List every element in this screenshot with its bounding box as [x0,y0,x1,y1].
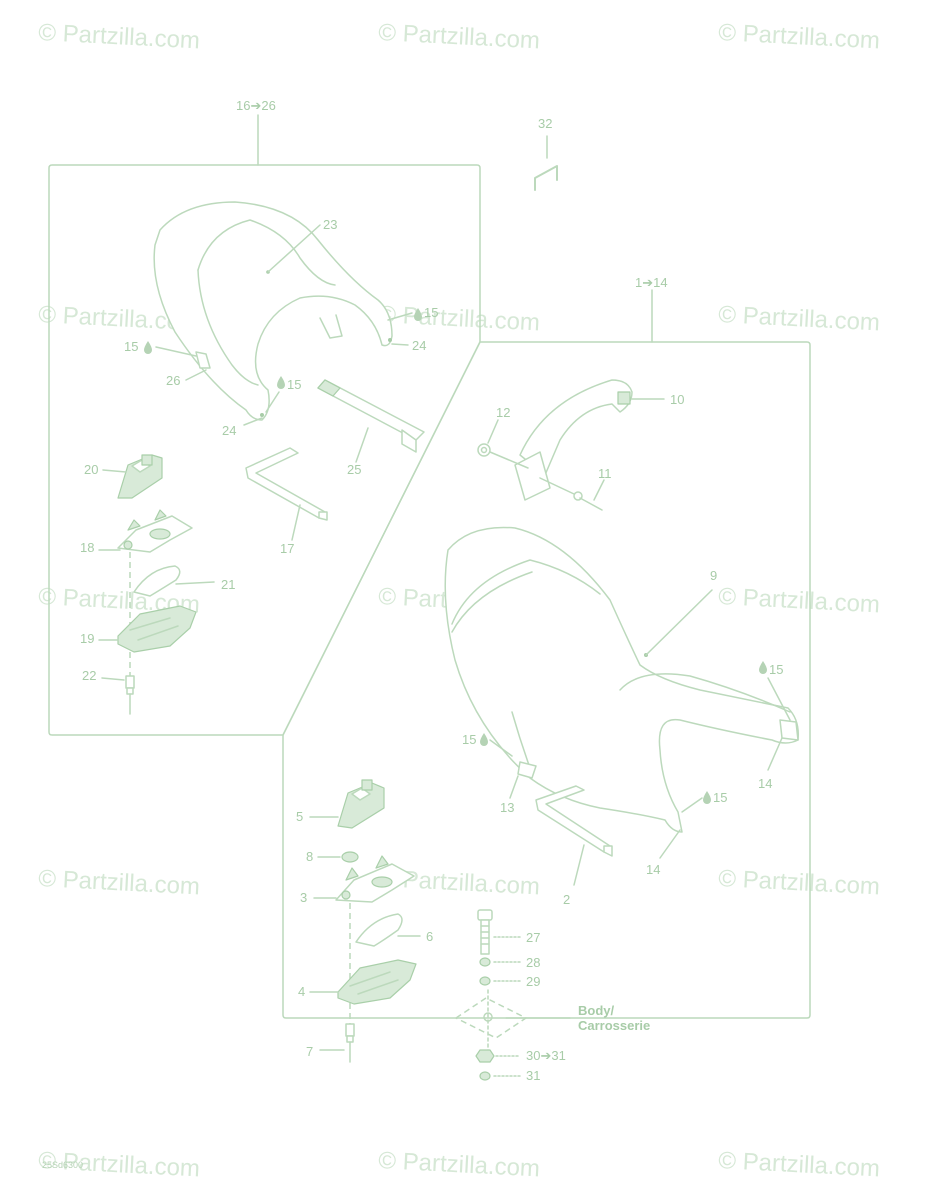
grease-drop-icon [703,791,711,804]
hinge-20 [117,454,163,499]
damper-13 [517,761,537,779]
label-15-front-left: 15 [462,732,476,747]
label-11: 11 [598,466,612,481]
body-label-line1: Body/ [578,1003,615,1018]
bracket-18 [117,509,193,553]
diagram-code: 25Sd6300 [42,1160,83,1170]
rubber-6 [355,913,403,947]
washer-28 [479,957,491,967]
hex-key-2 [535,785,613,857]
label-2: 2 [563,892,570,907]
watermark: © Partzilla.com [718,301,881,336]
bracket-3 [335,855,415,903]
watermark: © Partzilla.com [378,19,541,54]
grease-drop-icon [414,308,422,321]
washer-8 [341,851,359,863]
cap-31 [479,1071,491,1081]
label-15-front-bottom: 15 [713,790,727,805]
label-8: 8 [306,849,313,864]
grease-drop-icon [277,376,285,389]
strap-25 [317,379,425,453]
lock-19 [117,605,197,653]
rubber-21 [133,565,181,597]
label-29: 29 [526,974,540,989]
grab-rail-10 [514,379,633,501]
label-21: 21 [221,577,235,592]
bolt-11 [539,477,603,511]
label-22: 22 [82,668,96,683]
label-15-front-right: 15 [769,662,783,677]
label-5: 5 [296,809,303,824]
label-27: 27 [526,930,540,945]
grease-drop-icon [759,661,767,674]
damper-26 [195,351,211,369]
watermark: © Partzilla.com [718,583,881,618]
label-31: 31 [526,1068,540,1083]
nut-30 [475,1049,495,1063]
hinge-5 [337,779,385,829]
label-15-rear-left: 15 [124,339,138,354]
washer-29 [479,976,491,986]
label-20: 20 [84,462,98,477]
label-9: 9 [710,568,717,583]
label-14-bottom: 14 [646,862,660,877]
watermark: © Partzilla.com [718,19,881,54]
grease-drop-icon [480,733,488,746]
hex-key-17 [245,447,328,521]
watermark: © Partzilla.com [718,865,881,900]
label-17: 17 [280,541,294,556]
seat-9 [444,526,800,833]
label-13: 13 [500,800,514,815]
damper-14 [779,719,799,741]
label-7: 7 [306,1044,313,1059]
label-28: 28 [526,955,540,970]
rear-group-label: 16➔26 [236,98,276,113]
lock-4 [337,959,417,1005]
label-23: 23 [323,217,337,232]
label-24-left: 24 [222,423,236,438]
label-14-right: 14 [758,776,772,791]
body-label-line2: Carrosserie [578,1018,650,1033]
label-32: 32 [538,116,552,131]
front-group-label: 1➔14 [635,275,668,290]
front-seat-group-frame [282,341,811,1019]
label-10: 10 [670,392,684,407]
watermark: © Partzilla.com [378,301,541,336]
label-12: 12 [496,405,510,420]
watermark: © Partzilla.com [378,1147,541,1182]
hook-32: 32 [534,116,558,191]
nut-12 [477,443,491,457]
label-15-rear-mid: 15 [287,377,301,392]
watermark: © Partzilla.com [718,1147,881,1182]
label-4: 4 [298,984,305,999]
label-18: 18 [80,540,94,555]
watermark: © Partzilla.com [38,19,201,54]
rear-seat-group-frame [48,164,481,736]
label-24-right: 24 [412,338,426,353]
seat-cowl-23 [153,201,393,421]
label-6: 6 [426,929,433,944]
label-19: 19 [80,631,94,646]
bolt-27 [477,909,493,955]
watermark: © Partzilla.com [38,865,201,900]
label-3: 3 [300,890,307,905]
rivet-22 [125,675,135,715]
rivet-7 [345,1023,355,1063]
label-15-rear-right: 15 [424,305,438,320]
label-25: 25 [347,462,361,477]
grease-drop-icon [144,341,152,354]
label-30-31: 30➔31 [526,1048,566,1063]
label-26: 26 [166,373,180,388]
